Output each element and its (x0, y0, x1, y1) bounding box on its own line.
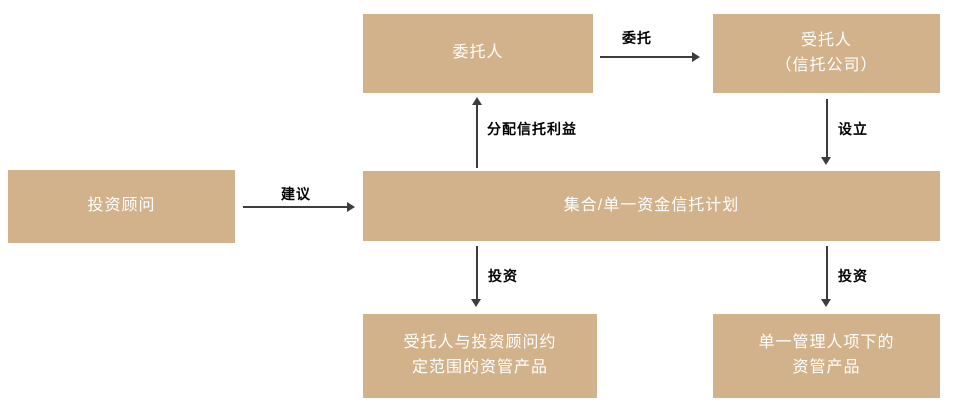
node-trust-plan: 集合/单一资金信托计划 (363, 171, 940, 241)
edge-invest-right-label: 投资 (838, 268, 868, 284)
node-advisor-label: 投资顾问 (87, 197, 156, 215)
node-single-manager-products-label-line1: 单一管理人项下的 (758, 334, 895, 352)
arrowhead-right-icon (692, 52, 700, 62)
node-agreed-products-label-line1: 受托人与投资顾问约 (403, 334, 557, 352)
arrowhead-down-icon (471, 299, 481, 307)
arrowhead-down-icon (821, 157, 831, 165)
node-trust-plan-label: 集合/单一资金信托计划 (563, 196, 740, 214)
arrowhead-up-icon (472, 97, 482, 105)
edge-establish-label: 设立 (838, 121, 868, 137)
node-trustee-label-line2: （信托公司） (775, 56, 878, 74)
arrowhead-down-icon (821, 299, 831, 307)
edge-invest-left-line (476, 246, 478, 299)
edge-distribute-label: 分配信托利益 (487, 121, 577, 137)
node-agreed-products: 受托人与投资顾问约 定范围的资管产品 (363, 314, 597, 398)
arrowhead-right-icon (347, 202, 355, 212)
node-client-label: 委托人 (452, 44, 504, 62)
node-client: 委托人 (363, 14, 593, 93)
node-single-manager-products: 单一管理人项下的 资管产品 (713, 314, 940, 398)
node-agreed-products-label-line2: 定范围的资管产品 (411, 359, 548, 376)
edge-entrust-label: 委托 (622, 30, 652, 46)
edge-distribute-line (476, 105, 478, 168)
edge-invest-right-line (826, 246, 828, 299)
node-trustee-label-line1: 受托人 (800, 31, 852, 49)
node-trustee: 受托人 （信托公司） (713, 14, 940, 93)
edge-invest-left-label: 投资 (488, 268, 518, 284)
edge-advise-line (243, 206, 348, 208)
node-single-manager-products-label-line2: 资管产品 (792, 359, 861, 376)
edge-establish-line (826, 99, 828, 157)
edge-advise-label: 建议 (281, 186, 311, 202)
edge-entrust-line (600, 56, 693, 58)
node-advisor: 投资顾问 (8, 170, 235, 243)
